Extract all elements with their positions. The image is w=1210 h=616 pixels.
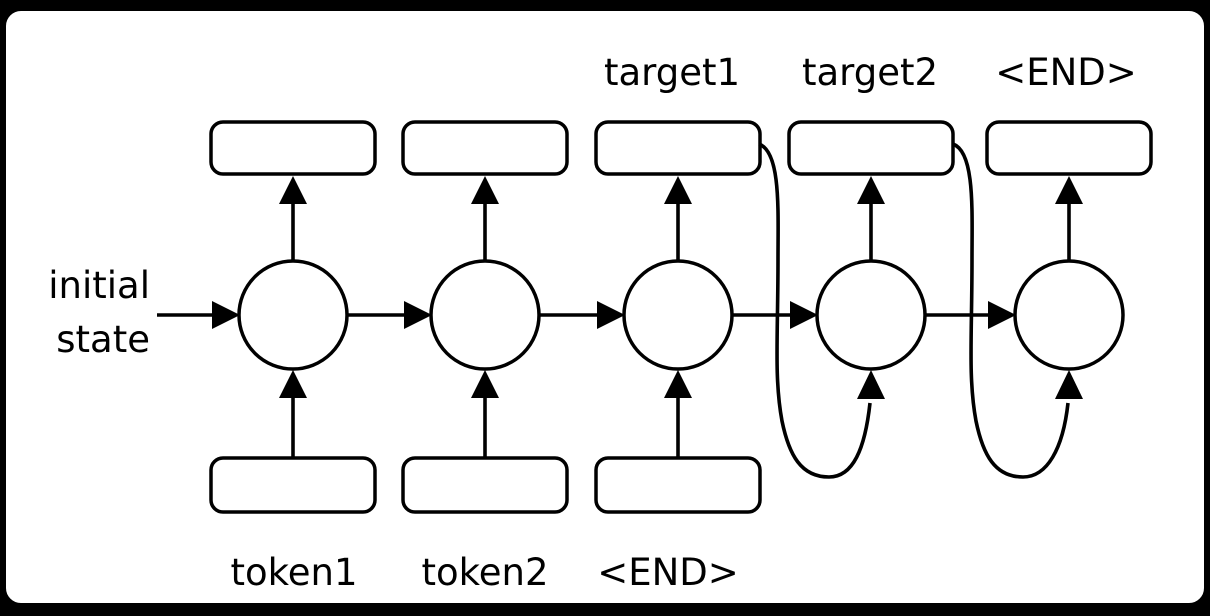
rnn-cell-3 [622,259,734,371]
cell3-output-arrow-head [664,176,692,204]
output-box-3 [594,120,762,176]
rnn-cell-4 [815,259,927,371]
rnn-cell-5 [1013,259,1125,371]
label-end-bottom: <END> [597,551,739,594]
input1-cell1-arrow-head [279,370,307,398]
label-initial-line1: initial [48,264,150,307]
rnn-cell-1 [237,259,349,371]
cell5-output-arrow-head [1055,176,1083,204]
label-token1: token1 [230,551,357,594]
label-initial-line2: state [56,318,150,361]
input-box-3 [594,456,762,514]
output-box-2 [401,120,569,176]
label-token2: token2 [421,551,548,594]
target2-feedback-arrow-head [1055,370,1083,399]
label-end-top: <END> [995,51,1137,94]
label-target1: target1 [604,51,740,94]
cell3-cell4-arrow-head [790,301,818,329]
input3-cell3-arrow-head [664,370,692,398]
label-target2: target2 [802,51,938,94]
cell2-cell3-arrow-head [597,301,625,329]
target2-feedback-curve [952,142,1070,479]
output-box-1 [209,120,377,176]
input-box-1 [209,456,377,514]
initial-state-arrow-head [212,301,240,329]
target1-feedback-arrow-head [857,370,885,399]
cell4-cell5-arrow-head [988,301,1016,329]
cell1-output-arrow-head [279,176,307,204]
input2-cell2-arrow-head [471,370,499,398]
cell1-cell2-arrow-head [404,301,432,329]
cell4-output-arrow-head [857,176,885,204]
rnn-cell-2 [429,259,541,371]
output-box-4 [787,120,955,176]
target1-feedback-curve [758,142,872,479]
input-box-2 [401,456,569,514]
output-box-5 [985,120,1153,176]
cell2-output-arrow-head [471,176,499,204]
